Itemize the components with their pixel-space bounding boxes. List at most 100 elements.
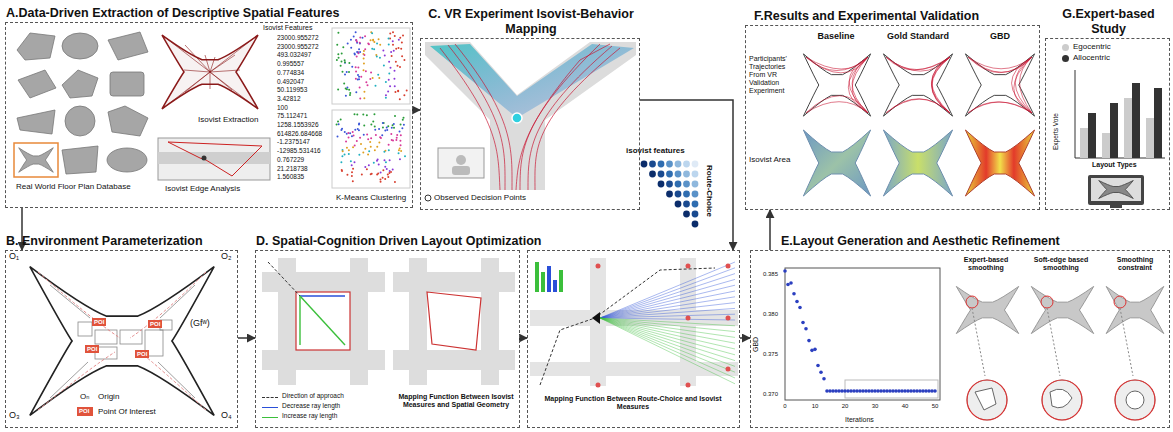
point <box>349 92 351 94</box>
point <box>391 55 393 57</box>
point <box>370 137 372 139</box>
point <box>340 161 342 163</box>
monitor-stand <box>1110 205 1122 208</box>
label: 100 <box>277 104 288 111</box>
point <box>384 54 386 56</box>
legend-text: Egocentric <box>1073 42 1111 51</box>
trajectory <box>886 99 949 113</box>
panel-title: A.Data-Driven Extraction of Descriptive … <box>6 6 436 21</box>
point <box>345 95 347 97</box>
point <box>385 97 387 99</box>
point <box>353 52 355 54</box>
point <box>399 98 401 100</box>
point <box>801 321 805 325</box>
point <box>807 339 811 343</box>
matrix-cell <box>692 181 699 188</box>
route-choice-mapping <box>530 258 738 386</box>
point <box>392 40 394 42</box>
isovist-fan <box>430 44 634 118</box>
point <box>370 173 372 175</box>
label: 614826.684668 <box>277 130 322 137</box>
ray <box>600 318 735 378</box>
label: Soft-edge based smoothing <box>1025 256 1097 272</box>
point <box>395 61 397 63</box>
point <box>370 39 372 41</box>
point <box>391 139 393 141</box>
isovist-rays <box>600 262 735 384</box>
point <box>364 48 366 50</box>
trajectory <box>886 57 949 70</box>
point <box>378 38 380 40</box>
point <box>795 300 799 304</box>
point <box>398 39 400 41</box>
label: 40 <box>899 403 911 410</box>
monitor <box>1088 175 1144 205</box>
label: 0.767229 <box>277 156 304 163</box>
point <box>344 131 346 133</box>
label: 0.370 <box>763 391 778 398</box>
point <box>386 129 388 131</box>
point <box>370 31 372 33</box>
point <box>373 162 375 164</box>
point <box>376 146 378 148</box>
point <box>400 144 402 146</box>
connector <box>520 337 527 339</box>
point <box>382 169 384 171</box>
point <box>376 174 378 176</box>
label: O₂ <box>221 251 232 261</box>
point <box>337 135 339 137</box>
point <box>352 180 354 182</box>
point <box>388 61 390 63</box>
ray <box>600 279 735 318</box>
trajectory <box>1020 57 1032 112</box>
point <box>391 127 393 129</box>
point <box>397 90 399 92</box>
point <box>344 61 346 63</box>
label: 0.385 <box>763 271 778 278</box>
legend-swatch <box>1062 55 1069 62</box>
point <box>338 57 340 59</box>
isovist-geometry-mapping <box>262 258 515 385</box>
panel-title: B. Environment Parameterization <box>6 234 266 249</box>
point <box>338 123 340 125</box>
point <box>374 149 376 151</box>
poi-box: POI <box>135 350 149 358</box>
panel-caption: Mapping Function Between Isovist Measure… <box>396 393 516 409</box>
trajectory <box>886 99 949 113</box>
panel-caption: Mapping Function Between Route-Choice an… <box>538 395 728 411</box>
point <box>365 81 367 83</box>
point <box>401 127 403 129</box>
point <box>406 90 408 92</box>
isovist-layout <box>162 35 258 109</box>
ray <box>600 314 735 318</box>
point <box>372 120 374 122</box>
point <box>370 146 372 148</box>
matrix-cell <box>683 181 690 188</box>
matrix-cell <box>649 161 656 168</box>
point <box>390 133 392 135</box>
point <box>369 78 371 80</box>
isovist-rays <box>162 35 258 109</box>
point <box>403 124 405 126</box>
point <box>816 364 820 368</box>
point <box>384 130 386 132</box>
point <box>393 50 395 52</box>
point <box>364 148 366 150</box>
label: -12985.531416 <box>277 147 321 154</box>
plot-frame <box>785 268 940 400</box>
poi-box: POI <box>85 345 99 353</box>
scatter-frame <box>332 28 410 104</box>
label: Baseline <box>800 31 872 41</box>
label: 20 <box>839 403 851 410</box>
point <box>370 124 372 126</box>
poi-box: POI <box>92 318 106 326</box>
label: 21.218738 <box>277 165 308 172</box>
point <box>341 155 343 157</box>
point <box>354 113 356 115</box>
point <box>383 122 385 124</box>
ray <box>210 72 232 90</box>
legend-line-sample <box>262 397 278 398</box>
point <box>350 39 352 41</box>
layout-outline <box>883 54 952 116</box>
point <box>348 153 350 155</box>
